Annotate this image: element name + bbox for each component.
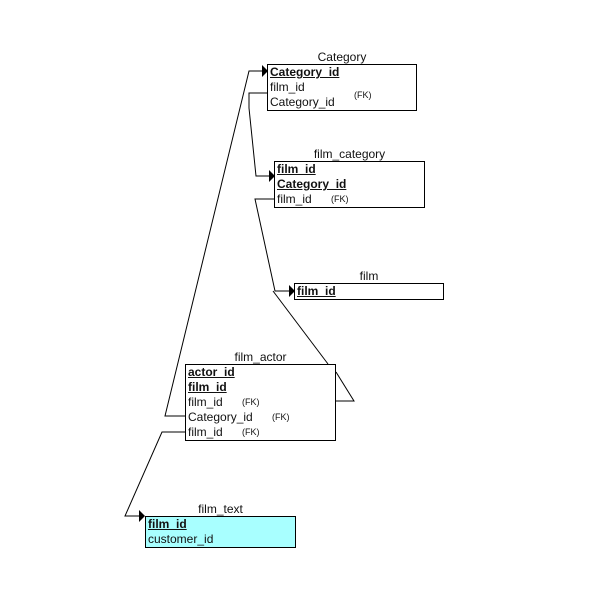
connector-film-actor-to-category: [164, 70, 262, 417]
attribute-name: Category_id: [188, 410, 253, 424]
entity-film-category-box: film_id Category_id film_id (FK): [274, 161, 425, 208]
connector-category-to-film-category: [248, 92, 269, 177]
attribute-row[interactable]: film_id (FK): [186, 395, 335, 410]
entity-film[interactable]: film film_id: [294, 269, 444, 300]
entity-film-text-box: film_id customer_id: [145, 516, 296, 548]
entity-film-text[interactable]: film_text film_id customer_id: [145, 502, 296, 548]
attribute-row[interactable]: Category_id: [275, 177, 424, 192]
attribute-name: Category_id: [270, 65, 340, 79]
entity-category-title: Category: [317, 50, 367, 64]
connector-film-actor-side: [335, 371, 355, 402]
attribute-row[interactable]: film_id: [146, 517, 295, 532]
attribute-row[interactable]: film_id (FK): [186, 425, 335, 440]
attribute-name: film_id: [188, 425, 223, 439]
entity-film-actor-box: actor_id film_id film_id (FK) Category_i…: [185, 364, 336, 441]
attribute-name: film_id: [148, 517, 187, 531]
attribute-name: film_id: [188, 395, 223, 409]
arrowhead-film: [289, 285, 295, 297]
attribute-row[interactable]: film_id: [275, 162, 424, 177]
attribute-name: customer_id: [148, 532, 214, 546]
entity-film-category[interactable]: film_category film_id Category_id film_i…: [274, 147, 425, 208]
entity-film-category-title: film_category: [313, 147, 386, 161]
entity-film-title: film: [359, 269, 379, 283]
attribute-row[interactable]: film_id (FK): [275, 192, 424, 207]
attribute-name: film_id: [297, 284, 336, 298]
attribute-name: Category_id: [270, 95, 335, 109]
fk-marker: (FK): [272, 412, 290, 422]
arrowhead-film-text: [139, 510, 145, 522]
entity-category-box: Category_id film_id Category_id (FK): [267, 64, 417, 111]
attribute-name: film_id: [270, 80, 305, 94]
entity-category[interactable]: Category Category_id film_id Category_id…: [267, 50, 417, 111]
connector-film-category-to-film: [254, 198, 289, 292]
fk-marker: (FK): [331, 194, 349, 204]
fk-marker: (FK): [354, 90, 372, 100]
attribute-row[interactable]: film_id: [295, 284, 443, 299]
entity-film-actor[interactable]: film_actor actor_id film_id film_id (FK)…: [185, 350, 336, 441]
attribute-name: Category_id: [277, 177, 347, 191]
fk-marker: (FK): [242, 427, 260, 437]
attribute-row[interactable]: Category_id (FK): [186, 410, 335, 425]
entity-film-actor-title: film_actor: [234, 350, 287, 364]
fk-marker: (FK): [242, 397, 260, 407]
connector-film-to-film-actor: [272, 290, 329, 365]
attribute-name: film_id: [188, 380, 227, 394]
attribute-row[interactable]: film_id: [268, 80, 416, 95]
entity-film-box: film_id: [294, 283, 444, 300]
entity-film-text-title: film_text: [198, 502, 243, 516]
attribute-row[interactable]: Category_id (FK): [268, 90, 416, 110]
arrowhead-category: [262, 65, 268, 77]
attribute-name: actor_id: [188, 365, 235, 379]
attribute-name: film_id: [277, 162, 316, 176]
connector-film-actor-to-film-text: [124, 431, 185, 517]
attribute-name: film_id: [277, 192, 312, 206]
attribute-row[interactable]: actor_id: [186, 365, 335, 380]
attribute-row[interactable]: customer_id: [146, 532, 295, 547]
attribute-row[interactable]: Category_id: [268, 65, 416, 80]
attribute-row[interactable]: film_id: [186, 380, 335, 395]
arrowhead-film-category: [269, 170, 275, 182]
